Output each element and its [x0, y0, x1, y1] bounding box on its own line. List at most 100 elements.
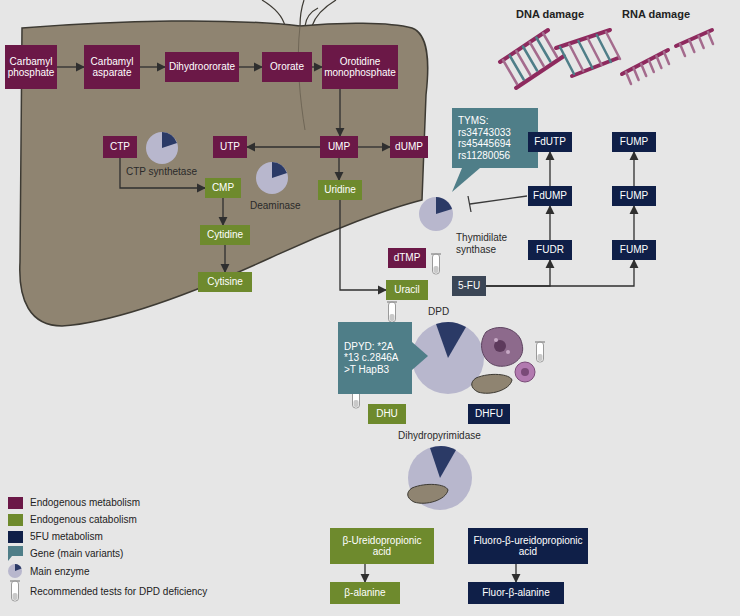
fu-metabolite-box: FUMP	[612, 132, 656, 152]
node-text: DHU	[376, 408, 398, 420]
catabolite-box: β-Ureidopropionic acid	[330, 528, 434, 564]
metabolite-box: Ororate	[262, 52, 312, 82]
pathway-arrow	[224, 245, 225, 272]
enzyme-pie	[146, 132, 178, 164]
pathway-arrow	[549, 152, 550, 186]
drug-box: 5-FU	[452, 276, 486, 296]
pathway-arrow	[486, 260, 634, 286]
node-text: FdUMP	[533, 190, 567, 202]
fu-metabolite-box: DHFU	[468, 404, 510, 424]
pathway-arrow	[57, 66, 84, 67]
node-text: Ororate	[270, 61, 304, 73]
node-text: UTP	[220, 141, 240, 153]
legend-text: Recommended tests for DPD deficiency	[30, 586, 207, 597]
callout-pointer	[412, 342, 428, 370]
node-text: Carbamyl phosphate	[8, 56, 55, 79]
legend-gene-shape	[8, 546, 23, 561]
fu-metabolite-box: FUMP	[612, 186, 656, 206]
node-text: 5-FU	[458, 280, 480, 292]
cells	[408, 328, 535, 504]
enzyme-pie	[419, 197, 453, 231]
legend-swatch	[8, 514, 23, 526]
pathway-arrow	[486, 260, 550, 286]
metabolite-box: Carbamyl phosphate	[5, 45, 57, 89]
pathway-arrow	[364, 564, 365, 582]
node-text: dTMP	[394, 252, 421, 264]
metabolite-box: CTP	[103, 136, 137, 158]
node-text: Dihydroororate	[169, 61, 235, 73]
metabolite-box: Dihydroororate	[165, 52, 239, 82]
node-text: FUMP	[620, 136, 648, 148]
enzyme-label: Deaminase	[250, 200, 301, 212]
node-text: Cytisine	[207, 276, 243, 288]
fu-metabolite-box: Fluoro-β-ureidopropionic acid	[468, 528, 588, 564]
metabolite-box: dTMP	[388, 248, 426, 268]
catabolite-box: Uridine	[318, 180, 362, 200]
legend-swatch	[8, 531, 23, 543]
metabolite-box: Carbamyl asparate	[84, 45, 140, 89]
node-text: Uracil	[394, 284, 420, 296]
metabolite-box: UMP	[320, 136, 358, 158]
metabolite-box: UTP	[213, 136, 247, 158]
enzyme-label: DPD	[428, 306, 449, 318]
pathway-arrow	[140, 66, 165, 67]
enzyme-pie	[408, 446, 472, 510]
node-text: β-alanine	[344, 587, 385, 599]
enzyme-label: Thymidilate synthase	[456, 232, 522, 255]
pathway-arrow	[633, 152, 634, 186]
legend-text: Main enzyme	[30, 566, 89, 577]
liver-vessels	[262, 0, 336, 26]
section-heading: RNA damage	[622, 8, 690, 21]
node-text: DPYD: *2A *13 c.2846A >T HapB3	[344, 341, 406, 376]
node-text: β-Ureidopropionic acid	[333, 535, 431, 558]
enzyme-label: Dihydropyrimidase	[398, 430, 481, 442]
node-text: Fluoro-β-ureidopropionic acid	[471, 535, 585, 558]
node-text: UMP	[328, 141, 350, 153]
fu-metabolite-box: FdUTP	[528, 132, 572, 152]
node-text: CMP	[212, 182, 234, 194]
node-text: Cytidine	[207, 229, 243, 241]
section-heading: DNA damage	[516, 8, 584, 21]
legend-enzyme-shape	[8, 564, 22, 578]
pathway-arrow	[247, 146, 320, 147]
catabolite-box: β-alanine	[330, 582, 400, 604]
pathway-arrow	[338, 158, 339, 180]
test-tube	[431, 254, 441, 274]
node-text: DHFU	[475, 408, 503, 420]
node-text: CTP	[110, 141, 130, 153]
metabolite-box: dUMP	[390, 136, 428, 158]
gene-callout: DPYD: *2A *13 c.2846A >T HapB3	[338, 322, 412, 394]
node-text: FdUTP	[534, 136, 566, 148]
legend-text: Endogenous metabolism	[30, 497, 140, 508]
legend-swatch	[8, 497, 23, 509]
pathway-arrow	[633, 206, 634, 240]
pathway-arrow	[339, 89, 340, 136]
node-text: Carbamyl asparate	[87, 56, 137, 79]
pathway-arrow	[549, 206, 550, 240]
pathway-arrow	[340, 200, 386, 290]
enzyme-label: CTP synthetase	[126, 166, 197, 178]
node-text: FUMP	[620, 244, 648, 256]
pathway-arrow	[358, 146, 390, 147]
callout-pointer	[452, 168, 480, 192]
pathway-arrow	[515, 564, 516, 582]
rna-strand	[622, 30, 713, 84]
pathway-arrow	[312, 66, 322, 67]
fu-metabolite-box: FUDR	[528, 240, 572, 260]
enzyme-pie	[256, 162, 288, 194]
catabolite-box: Uracil	[386, 280, 428, 300]
dna-strand	[500, 30, 620, 88]
pathway-arrow	[120, 158, 205, 188]
pathway-arrow	[222, 198, 223, 225]
node-text: Orotidine monophosphate	[324, 56, 396, 79]
node-text: FUMP	[620, 190, 648, 202]
metabolite-box: Orotidine monophosphate	[322, 45, 398, 89]
node-text: FUDR	[536, 244, 564, 256]
pathway-arrow	[239, 66, 262, 67]
node-text: Fluor-β-alanine	[482, 587, 549, 599]
node-text: TYMS: rs34743033 rs45445694 rs11280056	[458, 115, 532, 161]
fu-metabolite-box: FdUMP	[528, 186, 572, 206]
node-text: dUMP	[395, 141, 423, 153]
gene-callout: TYMS: rs34743033 rs45445694 rs11280056	[452, 108, 538, 168]
